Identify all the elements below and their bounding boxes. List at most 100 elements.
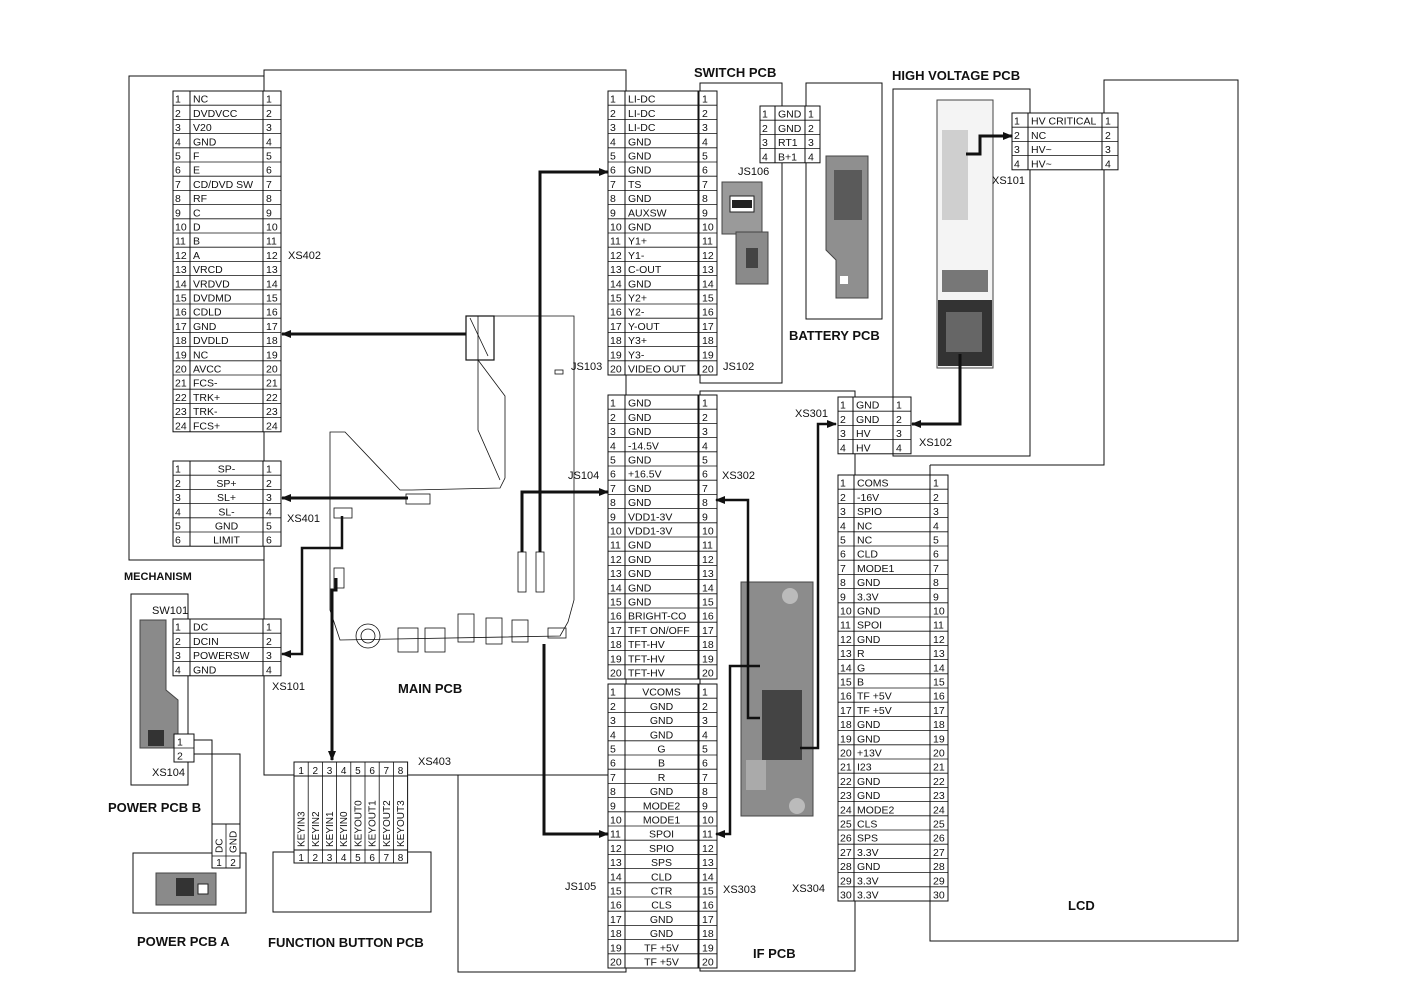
pin-number: 16 [610, 611, 622, 623]
js104-table: 1GND12GND23GND34-14.5V45GND56+16.5V67GND… [607, 394, 717, 680]
pin-number: 11 [840, 620, 851, 632]
pin-label: KEYOUT1 [368, 800, 379, 847]
pin-number: 5 [702, 744, 708, 756]
pin-label: DVDVCC [193, 108, 238, 120]
pin-number: 1 [298, 853, 304, 864]
pin-number: 7 [384, 766, 390, 777]
pin-label: GND [650, 701, 674, 713]
pin-number: 14 [610, 278, 622, 290]
pin-number: 2 [1014, 130, 1020, 142]
pin-label: GND [628, 597, 652, 609]
pin-label: Y3+ [628, 335, 647, 347]
pin-label: SPS [857, 833, 878, 845]
pin-number: 12 [610, 554, 622, 566]
pin-number: 24 [266, 420, 278, 432]
pin-number: 13 [610, 568, 622, 580]
pin-number: 3 [175, 122, 181, 134]
pin-number: 9 [175, 207, 181, 219]
js105-label: JS105 [565, 881, 596, 893]
pin-label: VDD1-3V [628, 511, 672, 523]
pin-label: KEYOUT0 [353, 800, 364, 847]
pin-number: 20 [933, 748, 945, 760]
pin-label: E [193, 165, 200, 177]
pin-number: 3 [1014, 144, 1020, 156]
pin-number: 8 [610, 786, 616, 798]
pin-label: GND [229, 831, 240, 853]
pin-number: 3 [896, 428, 902, 440]
wire-power-b-to-a-gnd [194, 753, 241, 852]
high-voltage-pcb-outline [892, 88, 1031, 457]
xs403-table: 1KEYIN312KEYIN223KEYIN134KEYIN045KEYOUT0… [293, 761, 409, 864]
pin-number: 19 [933, 733, 945, 745]
pin-number: 26 [933, 833, 945, 845]
pin-number: 2 [808, 123, 814, 135]
pin-label: Y2+ [628, 293, 647, 305]
js106-label: JS106 [738, 166, 769, 178]
pin-number: 20 [610, 364, 622, 376]
pin-number: 22 [933, 776, 945, 788]
pin-number: 16 [266, 307, 278, 319]
pin-label: KEYOUT3 [396, 800, 407, 847]
pin-label: GND [628, 136, 652, 148]
pin-number: 14 [266, 278, 278, 290]
pin-number: 2 [702, 108, 708, 120]
pin-number: 5 [175, 521, 181, 533]
pin-number: 21 [266, 378, 278, 390]
pin-label: GND [650, 786, 674, 798]
pin-number: 16 [702, 900, 714, 912]
pin-number: 11 [610, 236, 621, 248]
pin-number: 16 [702, 307, 714, 319]
pin-number: 12 [702, 554, 714, 566]
xs403-label: XS403 [418, 756, 451, 768]
js102-label: JS102 [723, 361, 754, 373]
pin-label: GND [856, 400, 880, 412]
pin-number: 27 [840, 847, 852, 859]
pin-number: 11 [175, 236, 186, 248]
wire-to-xs301 [800, 420, 837, 750]
pin-label: GND [650, 914, 674, 926]
pin-number: 1 [298, 766, 304, 777]
pin-number: 4 [266, 136, 272, 148]
pin-number: 17 [702, 625, 714, 637]
xs301-label: XS301 [795, 408, 828, 420]
power-pcb-b-label: POWER PCB B [108, 800, 201, 815]
pin-number: 8 [610, 193, 616, 205]
pin-number: 3 [266, 650, 272, 662]
pin-label: G [857, 662, 865, 674]
pin-number: 9 [702, 800, 708, 812]
pin-label: TFT-HV [628, 653, 665, 665]
pin-label: Y-OUT [628, 321, 660, 333]
pin-number: 14 [840, 662, 852, 674]
pin-number: 15 [175, 293, 187, 305]
pin-number: 18 [840, 719, 852, 731]
pin-number: 23 [266, 406, 278, 418]
pin-label: DC [215, 839, 226, 853]
pin-label: SL+ [217, 492, 236, 504]
pin-label: MODE2 [643, 800, 681, 812]
pin-number: 18 [610, 335, 622, 347]
pin-number: 2 [266, 478, 272, 490]
pin-label: 3.3V [857, 890, 879, 902]
pin-label: KEYIN2 [311, 811, 322, 847]
pin-number: 13 [840, 648, 852, 660]
pin-number: 13 [610, 857, 622, 869]
pin-number: 2 [266, 108, 272, 120]
pin-label: TFT ON/OFF [628, 625, 690, 637]
pin-number: 6 [610, 469, 616, 481]
pin-label: HV CRITICAL [1031, 116, 1097, 128]
wire-to-xs302 [715, 496, 760, 720]
pin-number: 19 [840, 733, 852, 745]
pin-number: 30 [933, 890, 945, 902]
pin-number: 16 [175, 307, 187, 319]
pin-number: 2 [230, 858, 236, 869]
pin-label: 3.3V [857, 875, 879, 887]
xs101-hv-label: XS101 [992, 175, 1025, 187]
pin-number: 4 [840, 520, 846, 532]
pin-number: 4 [702, 136, 708, 148]
pin-number: 6 [610, 165, 616, 177]
pin-number: 20 [610, 668, 622, 680]
pin-label: GND [193, 664, 217, 676]
pin-label: SPIO [649, 843, 674, 855]
